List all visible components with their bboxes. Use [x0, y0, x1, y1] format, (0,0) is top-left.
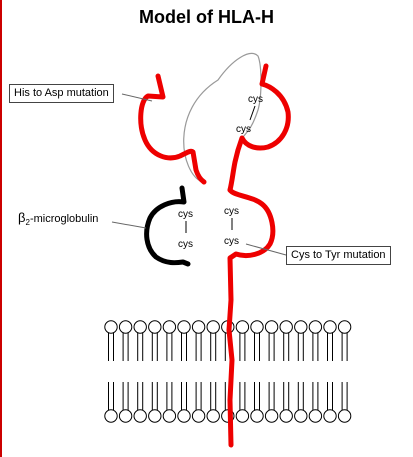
lipid-head	[104, 409, 118, 423]
disulfide-alpha2: cys cys	[236, 94, 263, 135]
lipid-head	[206, 320, 220, 334]
cys-label: cys	[236, 124, 251, 135]
lipid-head	[191, 409, 206, 423]
alpha2-domain	[227, 63, 291, 193]
cys-label: cys	[224, 206, 239, 217]
leader-beta2	[111, 221, 147, 229]
beta2-microglobulin-chain	[144, 185, 191, 267]
lipid-head	[177, 320, 191, 334]
lipid-head	[118, 409, 133, 423]
lipid-head	[162, 409, 177, 423]
lipid-head	[133, 320, 147, 334]
connecting-loop	[183, 52, 262, 183]
lipid-head	[294, 409, 308, 423]
lipid-head	[337, 320, 352, 334]
diagram-title: Model of HLA-H	[139, 7, 274, 27]
cys-label: cys	[178, 239, 193, 250]
lipid-head	[191, 320, 206, 334]
lipid-head	[177, 409, 191, 423]
lipid-head	[250, 409, 264, 423]
cys-to-tyr-callout: Cys to Tyr mutation	[286, 246, 391, 265]
lipid-head	[148, 320, 162, 334]
lipid-head	[264, 320, 279, 334]
beta-symbol: β	[18, 210, 26, 225]
alpha3-domain	[226, 187, 276, 448]
lipid-head	[250, 320, 264, 334]
lipid-head	[235, 409, 250, 423]
page-edge	[0, 0, 2, 457]
lipid-head	[235, 320, 250, 334]
lipid-head	[264, 409, 279, 423]
lipid-head	[323, 320, 337, 334]
lipid-head	[279, 320, 293, 334]
beta-subscript: 2	[25, 218, 30, 228]
lipid-head	[337, 409, 352, 423]
lipid-head	[133, 409, 147, 423]
lipid-head	[104, 320, 118, 334]
lipid-head	[148, 409, 162, 423]
lipid-head	[206, 409, 220, 423]
disulfide-beta2: cys cys	[178, 209, 193, 250]
lipid-head	[323, 409, 337, 423]
beta-rest: -microglobulin	[29, 213, 99, 225]
lipid-bilayer	[104, 320, 352, 423]
lipid-head	[162, 320, 177, 334]
lipid-head	[294, 320, 308, 334]
lipid-head	[308, 409, 323, 423]
his-to-asp-callout: His to Asp mutation	[9, 84, 114, 103]
cys-label: cys	[224, 236, 239, 247]
cys-label: cys	[248, 94, 263, 105]
lipid-head	[279, 409, 293, 423]
lipid-head	[308, 320, 323, 334]
leader-his-asp	[121, 93, 153, 102]
leader-cys-tyr	[245, 243, 287, 256]
beta2-microglobulin-label: β2-microglobulin	[18, 210, 98, 227]
cys-label: cys	[178, 209, 193, 220]
alpha1-domain	[138, 73, 207, 185]
disulfide-alpha3: cys cys	[224, 206, 239, 247]
lipid-head	[118, 320, 133, 334]
